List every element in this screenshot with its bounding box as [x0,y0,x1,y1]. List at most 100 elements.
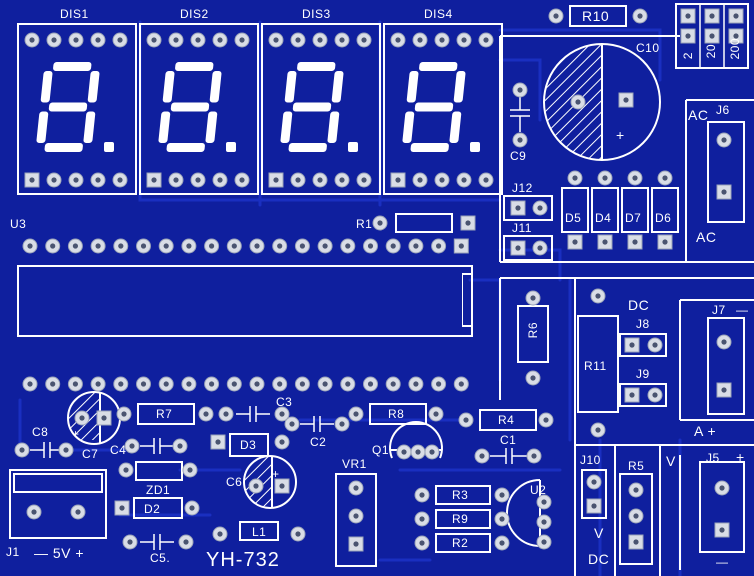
digit-3-segment-7 [327,111,340,143]
label-r9: R9 [452,512,469,526]
solder-pad [478,172,494,188]
solder-pad [632,8,648,24]
solder-pad [624,387,640,403]
solder-pad [410,444,426,460]
solder-pad [158,238,174,254]
label-u2: U2 [530,483,547,497]
solder-pad [458,412,474,428]
solder-pad [112,32,128,48]
solder-pad [657,170,673,186]
solder-pad [68,32,84,48]
solder-pad [590,422,606,438]
solder-pad [90,238,106,254]
solder-pad [597,234,613,250]
label-j11: J11 [512,221,532,235]
solder-pad [290,526,306,542]
solder-pad [512,132,528,148]
solder-pad [624,337,640,353]
capacitor-symbols [30,96,530,550]
solder-pad [268,172,284,188]
solder-pad [431,238,447,254]
solder-pad [67,376,83,392]
solder-pad [363,238,378,254]
label-v-bottom: V [594,525,604,541]
label-r11: R11 [584,359,607,373]
solder-pad [22,376,38,392]
solder-pad [348,480,364,496]
solder-pad [348,508,364,524]
solder-pad [113,376,129,392]
label-vr1: VR1 [342,457,367,471]
digit-1-segment-7 [83,111,96,143]
trimmer-outlines [335,473,653,567]
solder-pad [26,504,42,520]
digit-3-segment-5 [331,71,344,103]
model-label: YH-732 [206,549,280,571]
digit-4-segment-5 [453,71,466,103]
digit-3-segment-6 [280,111,293,143]
solder-pad [431,376,447,392]
solder-pad [212,526,228,542]
label-j5: J5 [706,451,720,465]
solder-pad [67,238,83,254]
label-j12: J12 [512,181,533,195]
lcd-footprint [22,270,462,332]
solder-pad [680,8,696,24]
solder-pad [181,238,197,254]
solder-pad [172,438,188,454]
solder-pad [434,32,450,48]
solder-pad [68,172,84,188]
solder-pad [356,172,372,188]
solder-pad [22,238,38,254]
solder-pad [226,238,242,254]
label-j8: J8 [636,317,650,331]
solder-pad [414,487,430,503]
label-j9: J9 [636,367,650,381]
digit-1-segment-5 [87,71,100,103]
solder-pad [168,32,184,48]
solder-pad [412,32,428,48]
c10-capacitor [543,43,661,161]
label-c2: C2 [310,435,327,449]
digit-2-segment-5 [209,71,222,103]
section-dividers [499,35,754,576]
label-d5: D5 [565,211,582,225]
solder-pad [538,412,554,428]
solder-pad [118,462,134,478]
solder-pad [114,500,130,516]
solder-pad [586,498,602,514]
solder-pad [716,334,732,350]
solder-pad [385,238,401,254]
solder-pad [597,170,613,186]
label-j7-minus: — [736,303,749,317]
label-c7: C7 [82,447,99,461]
label-dis3: DIS3 [302,7,331,21]
label-d6: D6 [655,211,672,225]
solder-pad [90,172,106,188]
solder-pad [274,434,290,450]
solder-pad [249,238,265,254]
solder-pad [274,406,290,422]
label-r10: R10 [582,8,610,24]
solder-pad [168,172,184,188]
solder-pad [627,170,643,186]
label-d7: D7 [625,211,642,225]
solder-pad [90,376,106,392]
solder-pad [510,200,526,216]
label-dis4: DIS4 [424,7,453,21]
label-c5: C5. [150,551,171,565]
label-d4: D4 [595,211,612,225]
solder-pad [396,444,412,460]
label-c3: C3 [276,395,293,409]
solder-pad [234,32,250,48]
label-d3: D3 [240,438,257,452]
solder-pad [294,376,310,392]
solder-pad [58,442,74,458]
label-j5-plus: + [736,449,745,465]
label-c6-plus: + [272,467,280,481]
solder-pad [428,406,444,422]
label-j10: J10 [580,453,601,467]
solder-pad [456,32,472,48]
label-c9: C9 [510,149,527,163]
digit-2-segment-1 [175,62,214,71]
